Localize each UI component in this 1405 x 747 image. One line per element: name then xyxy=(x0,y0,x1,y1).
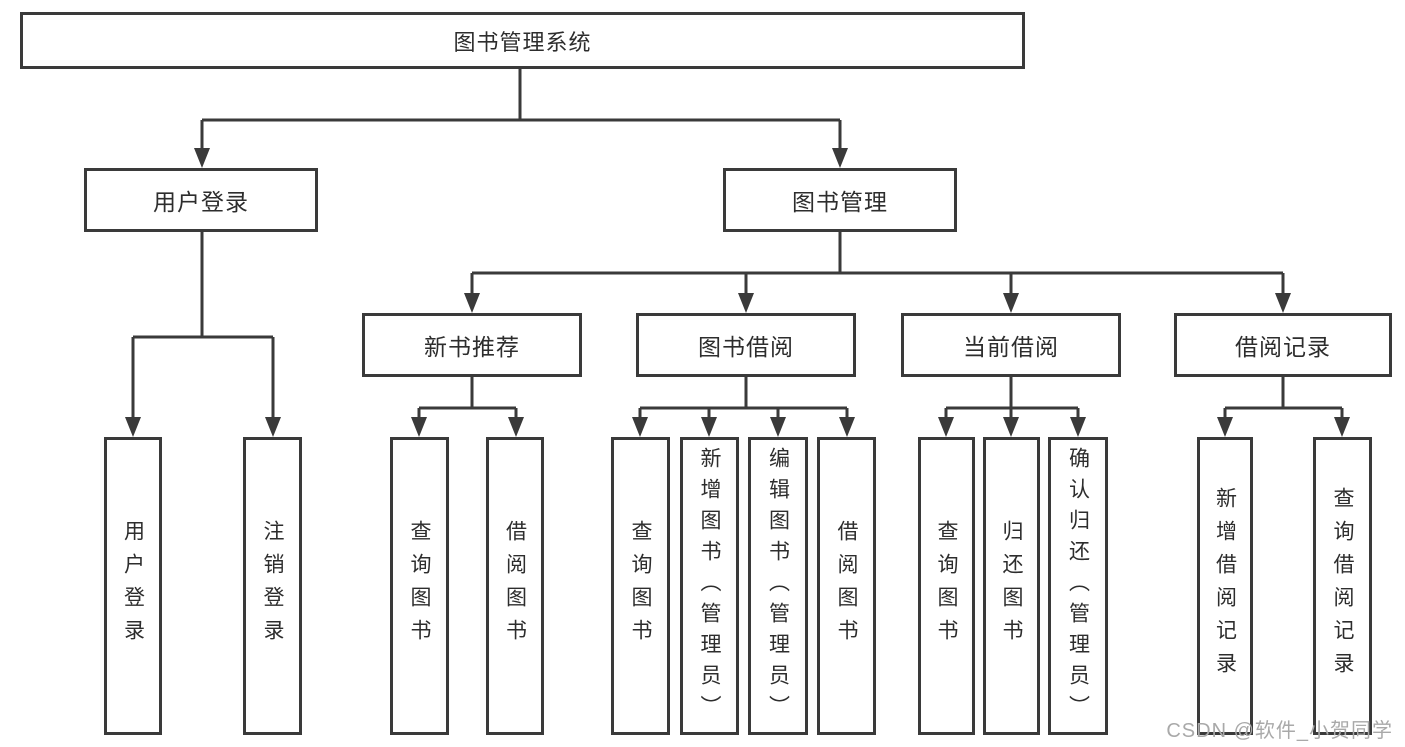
leaf-query-borrow-record: 查询借阅记录 xyxy=(1313,437,1372,735)
node-book-management: 图书管理 xyxy=(723,168,957,232)
leaf-borrow-books: 借阅图书 xyxy=(817,437,876,735)
watermark: CSDN @软件_小贺同学 xyxy=(1166,720,1393,742)
leaf-add-borrow-record: 新增借阅记录 xyxy=(1197,437,1253,735)
node-user-login: 用户登录 xyxy=(84,168,318,232)
leaf-logout-login: 注销登录 xyxy=(243,437,302,735)
node-book-borrow: 图书借阅 xyxy=(636,313,856,377)
leaf-query-books-recommend: 查询图书 xyxy=(390,437,449,735)
leaf-user-login: 用户登录 xyxy=(104,437,162,735)
leaf-borrow-books-recommend: 借阅图书 xyxy=(486,437,544,735)
leaf-query-books-current: 查询图书 xyxy=(918,437,975,735)
leaf-return-book: 归还图书 xyxy=(983,437,1040,735)
node-borrow-record: 借阅记录 xyxy=(1174,313,1392,377)
node-new-book-recommend: 新书推荐 xyxy=(362,313,582,377)
arrowheads xyxy=(125,148,1350,437)
node-root: 图书管理系统 xyxy=(20,12,1025,69)
leaf-query-books-borrow: 查询图书 xyxy=(611,437,670,735)
leaf-confirm-return-admin: 确认归还（管理员） xyxy=(1048,437,1108,735)
node-current-borrow: 当前借阅 xyxy=(901,313,1121,377)
leaf-edit-book-admin: 编辑图书（管理员） xyxy=(748,437,808,735)
leaf-add-book-admin: 新增图书（管理员） xyxy=(680,437,739,735)
